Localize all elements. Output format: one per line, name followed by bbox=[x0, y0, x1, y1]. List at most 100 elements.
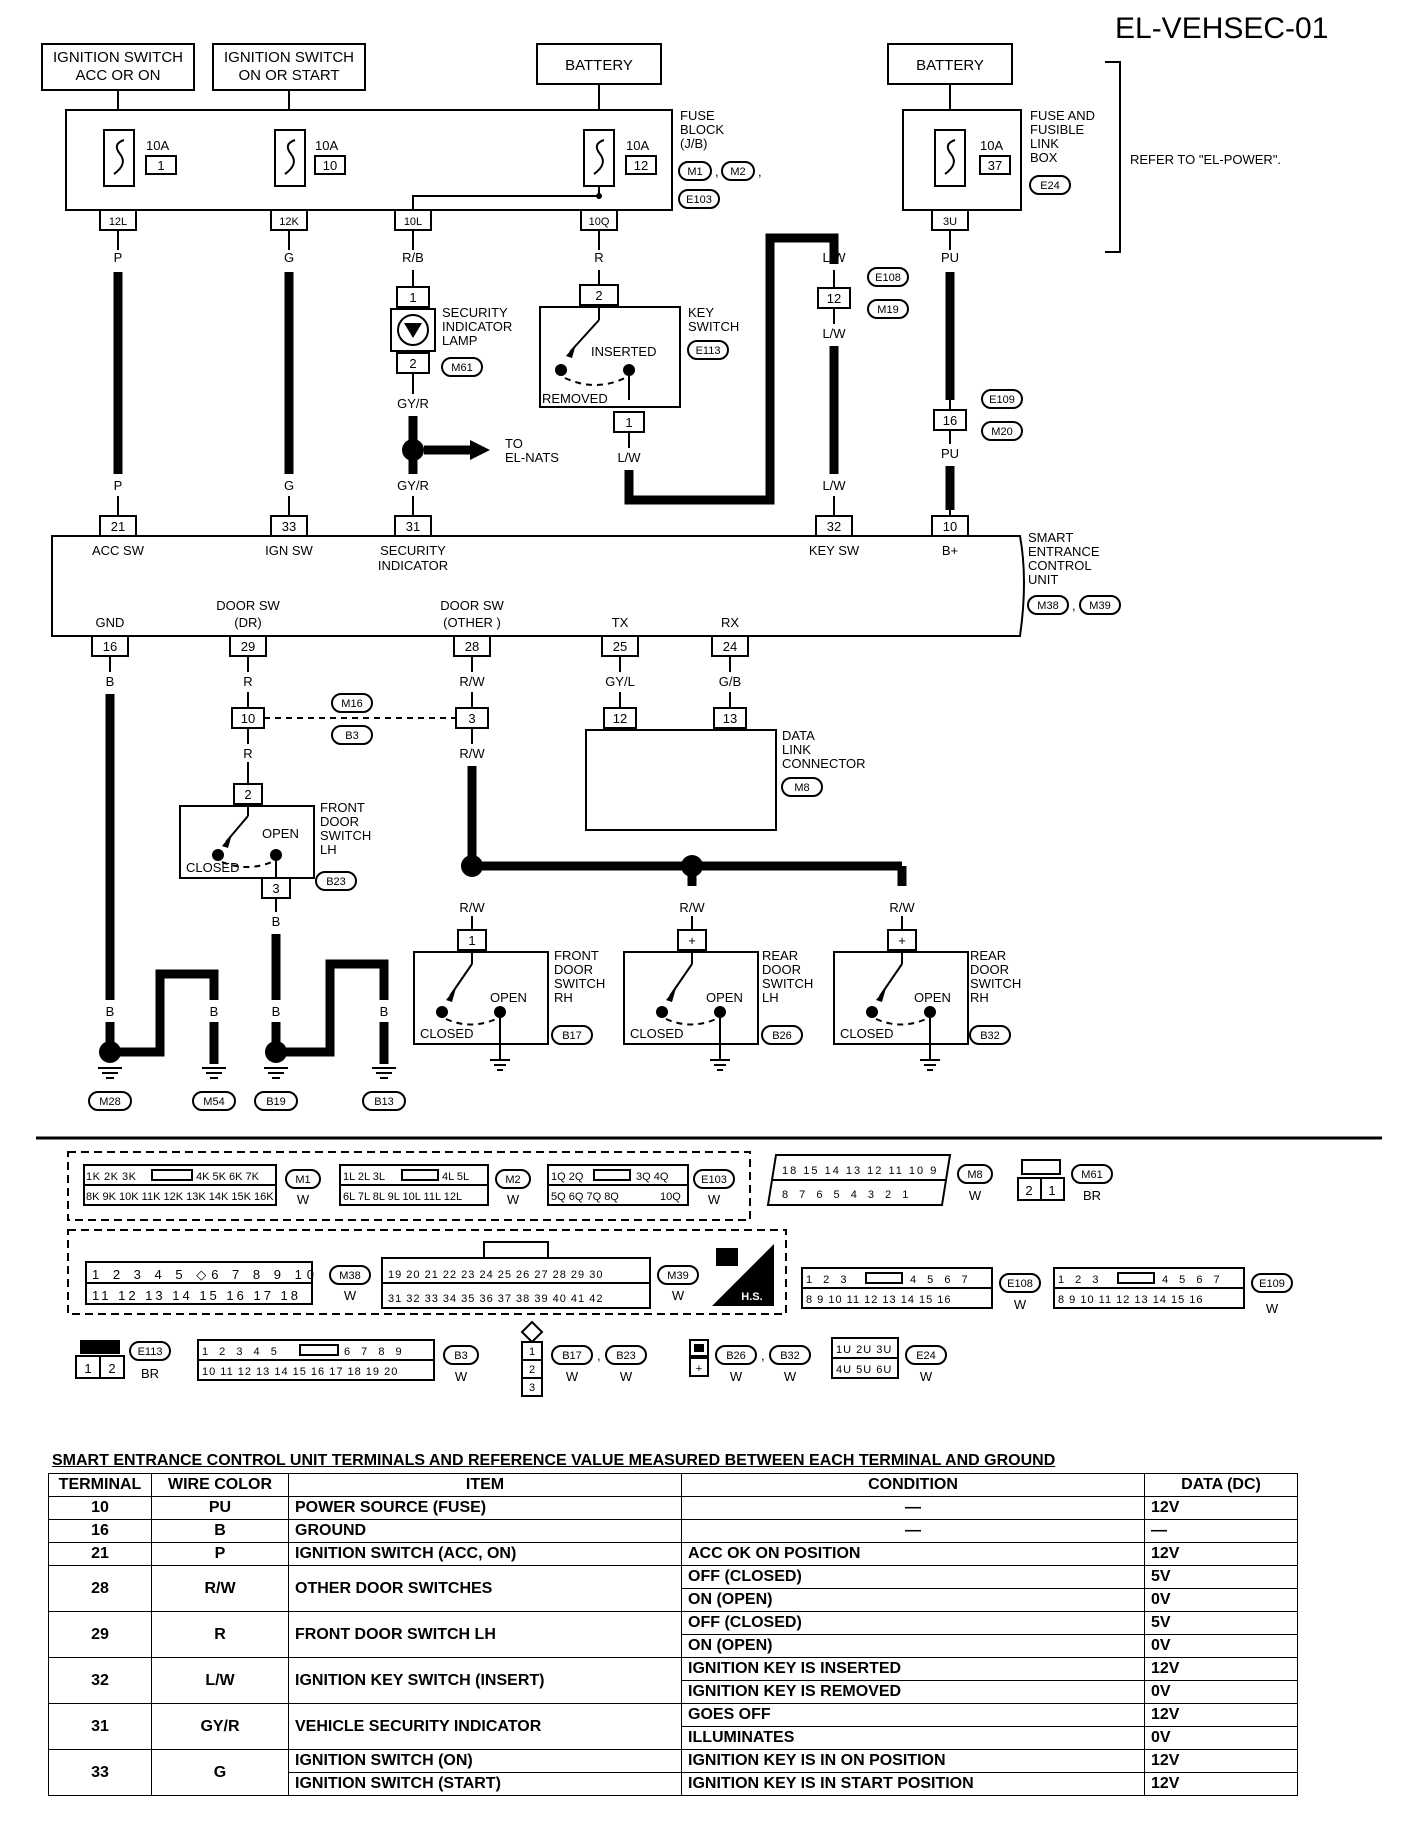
cell-condition: OFF (CLOSED) bbox=[681, 1565, 1145, 1589]
svg-text:FRONT: FRONT bbox=[554, 948, 599, 963]
table-header-row: TERMINAL WIRE COLOR ITEM CONDITION DATA … bbox=[48, 1473, 1298, 1497]
cell-terminal: 16 bbox=[48, 1519, 152, 1543]
svg-text:,: , bbox=[761, 1348, 765, 1363]
cell-item: IGNITION SWITCH (ON) bbox=[288, 1749, 682, 1773]
svg-text:R/W: R/W bbox=[459, 900, 485, 915]
header-item: ITEM bbox=[288, 1473, 682, 1497]
page-id: EL-VEHSEC-01 bbox=[1115, 12, 1328, 45]
battery-2-label: BATTERY bbox=[916, 57, 984, 74]
battery-2-box: BATTERY bbox=[887, 43, 1013, 85]
svg-text:10Q: 10Q bbox=[660, 1191, 681, 1203]
cell-terminal: 10 bbox=[48, 1496, 152, 1520]
svg-text:B: B bbox=[156, 1004, 165, 1019]
cell-data: 5V bbox=[1144, 1565, 1298, 1589]
svg-text:33: 33 bbox=[282, 519, 296, 534]
svg-text:W: W bbox=[784, 1369, 797, 1384]
svg-text:12K: 12K bbox=[279, 216, 299, 228]
cell-wire-color: P bbox=[151, 1542, 289, 1566]
svg-text:OPEN: OPEN bbox=[490, 990, 527, 1005]
svg-text:P: P bbox=[114, 250, 123, 265]
svg-text:10: 10 bbox=[323, 158, 337, 173]
svg-text:CONNECTOR: CONNECTOR bbox=[782, 756, 866, 771]
cell-wire-color: B bbox=[151, 1519, 289, 1543]
svg-text:2: 2 bbox=[108, 1361, 115, 1376]
svg-text:CONTROL: CONTROL bbox=[1028, 558, 1092, 573]
svg-text:1: 1 bbox=[1048, 1183, 1055, 1198]
svg-text:CLOSED: CLOSED bbox=[420, 1026, 473, 1041]
svg-text:INDICATOR: INDICATOR bbox=[442, 319, 512, 334]
svg-text:FUSE: FUSE bbox=[680, 108, 715, 123]
svg-text:10: 10 bbox=[943, 519, 957, 534]
svg-text:M38: M38 bbox=[1037, 600, 1058, 612]
svg-text:31 32 33 34 35 36 37 38 39 40: 31 32 33 34 35 36 37 38 39 40 41 42 bbox=[388, 1293, 603, 1305]
svg-text:M28: M28 bbox=[99, 1096, 120, 1108]
svg-text:W: W bbox=[1266, 1301, 1279, 1316]
svg-text:LH: LH bbox=[762, 990, 779, 1005]
svg-text:DOOR SW: DOOR SW bbox=[216, 598, 280, 613]
header-condition: CONDITION bbox=[681, 1473, 1145, 1497]
cell-terminal: 32 bbox=[48, 1657, 152, 1704]
svg-text:GY/L: GY/L bbox=[605, 674, 635, 689]
fuse-10: 10A 10 bbox=[274, 129, 346, 187]
connector-view-e113: 1 2 E113 BR bbox=[75, 1340, 171, 1381]
ign-acc-box: IGNITION SWITCH ACC OR ON bbox=[41, 43, 195, 91]
svg-text:W: W bbox=[344, 1288, 357, 1303]
svg-text:R/W: R/W bbox=[889, 900, 915, 915]
svg-text:R/W: R/W bbox=[459, 674, 485, 689]
svg-text:1: 1 bbox=[84, 1361, 91, 1376]
svg-text:EL-NATS: EL-NATS bbox=[505, 450, 559, 465]
svg-text:21: 21 bbox=[111, 519, 125, 534]
svg-text:B23: B23 bbox=[326, 876, 346, 888]
svg-text:M2: M2 bbox=[730, 166, 745, 178]
svg-text:G: G bbox=[284, 478, 294, 493]
data-link-connector: 12 13 DATA LINK CONNECTOR M8 bbox=[585, 707, 866, 831]
svg-text:E113: E113 bbox=[138, 1346, 163, 1358]
svg-text:E113: E113 bbox=[696, 345, 721, 357]
svg-text:M61: M61 bbox=[1081, 1169, 1102, 1181]
cell-condition: — bbox=[681, 1496, 1145, 1520]
svg-text:B13: B13 bbox=[374, 1096, 394, 1108]
svg-text:M38: M38 bbox=[339, 1270, 360, 1282]
svg-text:SECURITY: SECURITY bbox=[380, 543, 446, 558]
cell-item: FRONT DOOR SWITCH LH bbox=[288, 1611, 682, 1658]
svg-text:REAR: REAR bbox=[762, 948, 798, 963]
svg-text:BR: BR bbox=[141, 1366, 159, 1381]
svg-text:W: W bbox=[672, 1288, 685, 1303]
svg-text:1 2 3 4 5 ◇6 7 8 9 10: 1 2 3 4 5 ◇6 7 8 9 10 bbox=[92, 1267, 319, 1282]
cell-condition: IGNITION KEY IS IN START POSITION bbox=[681, 1772, 1145, 1796]
svg-text:R: R bbox=[243, 674, 252, 689]
connector-view-m8: 18 15 14 13 12 11 10 9 8 7 6 5 4 3 2 1 M… bbox=[766, 1154, 993, 1206]
svg-text:13: 13 bbox=[723, 711, 737, 726]
svg-text:1Q 2Q: 1Q 2Q bbox=[551, 1171, 584, 1183]
svg-text:1 2 3: 1 2 3 bbox=[1058, 1274, 1102, 1286]
svg-text:E24: E24 bbox=[1040, 180, 1060, 192]
svg-text:E103: E103 bbox=[701, 1174, 727, 1186]
svg-text:24: 24 bbox=[723, 639, 737, 654]
svg-text:B17: B17 bbox=[562, 1350, 582, 1362]
svg-text:OPEN: OPEN bbox=[914, 990, 951, 1005]
cell-wire-color: GY/R bbox=[151, 1703, 289, 1750]
svg-text:FUSE AND: FUSE AND bbox=[1030, 108, 1095, 123]
table-row: ON (OPEN)0V bbox=[49, 1588, 1298, 1612]
cell-item: POWER SOURCE (FUSE) bbox=[288, 1496, 682, 1520]
svg-text:E103: E103 bbox=[686, 194, 712, 206]
connector-view-m38: 1 2 3 4 5 ◇6 7 8 9 10 11 12 13 14 15 16 … bbox=[85, 1261, 371, 1305]
svg-text:4 5 6 7: 4 5 6 7 bbox=[910, 1274, 972, 1286]
svg-text:10 11 12 13 14 15 16 17 18 19: 10 11 12 13 14 15 16 17 18 19 20 bbox=[202, 1366, 398, 1378]
svg-text:4K 5K 6K 7K: 4K 5K 6K 7K bbox=[196, 1171, 260, 1183]
connector-view-m2: 1L 2L 3L 4L 5L 6L 7L 8L 9L 10L 11L 12L M… bbox=[339, 1164, 531, 1207]
svg-text:UNIT: UNIT bbox=[1028, 572, 1058, 587]
svg-text:W: W bbox=[566, 1369, 579, 1384]
svg-text:LINK: LINK bbox=[1030, 136, 1059, 151]
connector-view-b3: 1 2 3 4 5 6 7 8 9 10 11 12 13 14 15 16 1… bbox=[197, 1339, 479, 1384]
cell-wire-color: G bbox=[151, 1749, 289, 1796]
svg-text:LH: LH bbox=[320, 842, 337, 857]
svg-text:REMOVED: REMOVED bbox=[542, 391, 608, 406]
